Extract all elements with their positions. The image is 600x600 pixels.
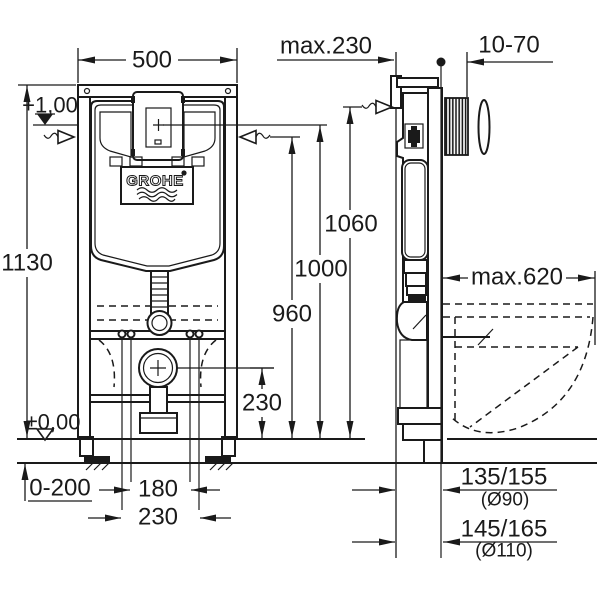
level-datum-upper-icon	[33, 113, 77, 126]
flush-pipe	[150, 270, 169, 317]
outlet-connector	[138, 348, 274, 434]
floor-lines	[17, 438, 597, 464]
dim-0-200-label: 0-200	[29, 475, 90, 502]
dia-110-label: (Ø110)	[475, 541, 533, 562]
adjustable-feet	[79, 436, 236, 471]
break-arrow-side-icon	[343, 99, 395, 115]
level-plus100-label: +1,00	[22, 93, 78, 118]
fill-valve-icon	[404, 123, 424, 149]
frame-rail-left	[77, 96, 91, 438]
wc-bowl-dashed	[443, 303, 594, 434]
dimension-labels: 500 max.230 10-70 +1,00 1130 1060 1000 9…	[1, 32, 566, 562]
dim-230-vertical-label: 230	[242, 390, 282, 417]
level-datum-floor-icon	[35, 428, 55, 442]
bowl-hint-right	[199, 339, 217, 388]
front-view: GROHE	[77, 84, 274, 510]
hanger-bolt-side	[443, 328, 494, 346]
dim-1130-label: 1130	[1, 250, 53, 277]
dim-1060-label: 1060	[324, 211, 377, 238]
wall-hatch-block	[444, 97, 469, 156]
front-rail-side	[427, 87, 443, 441]
dim-960-label: 960	[272, 301, 312, 328]
dim-1000-label: 1000	[294, 256, 347, 283]
flush-plate-side	[477, 99, 491, 155]
dim-135-155-label: 135/155	[461, 464, 548, 491]
break-arrow-left-icon	[43, 129, 77, 145]
frame-rail-right	[224, 96, 238, 438]
outlet-elbow	[395, 301, 428, 409]
wc-hanger-bolts	[117, 329, 204, 339]
dim-max230-label: max.230	[280, 33, 372, 60]
cistern-side	[401, 159, 429, 261]
dim-180-label: 180	[138, 476, 178, 503]
inspection-shaft	[131, 91, 185, 161]
dimensions	[18, 48, 596, 546]
flush-bend-steps	[403, 259, 428, 302]
dia-90-label: (Ø90)	[481, 490, 530, 511]
grohe-logo: GROHE	[120, 166, 194, 205]
dim-145-165-label: 145/165	[461, 516, 548, 543]
level-zero-label: ±0,00	[26, 410, 81, 435]
dim-10-70-label: 10-70	[478, 32, 539, 59]
bowl-hint-left	[98, 339, 116, 388]
side-view	[390, 52, 594, 558]
reference-point-icon	[436, 57, 446, 67]
registered-mark-icon	[181, 170, 187, 176]
wall-bracket	[390, 75, 439, 109]
drain-couplings	[397, 407, 443, 464]
dim-max620-label: max.620	[471, 264, 563, 291]
actuator-cross-icon	[153, 119, 164, 131]
flush-pipe-flange	[146, 310, 173, 336]
break-arrow-right-icon	[237, 129, 300, 145]
grohe-waves-icon	[136, 187, 178, 202]
brand-text: GROHE	[126, 173, 184, 190]
dim-230-bottom-label: 230	[138, 504, 178, 531]
dim-500-label: 500	[132, 47, 172, 74]
